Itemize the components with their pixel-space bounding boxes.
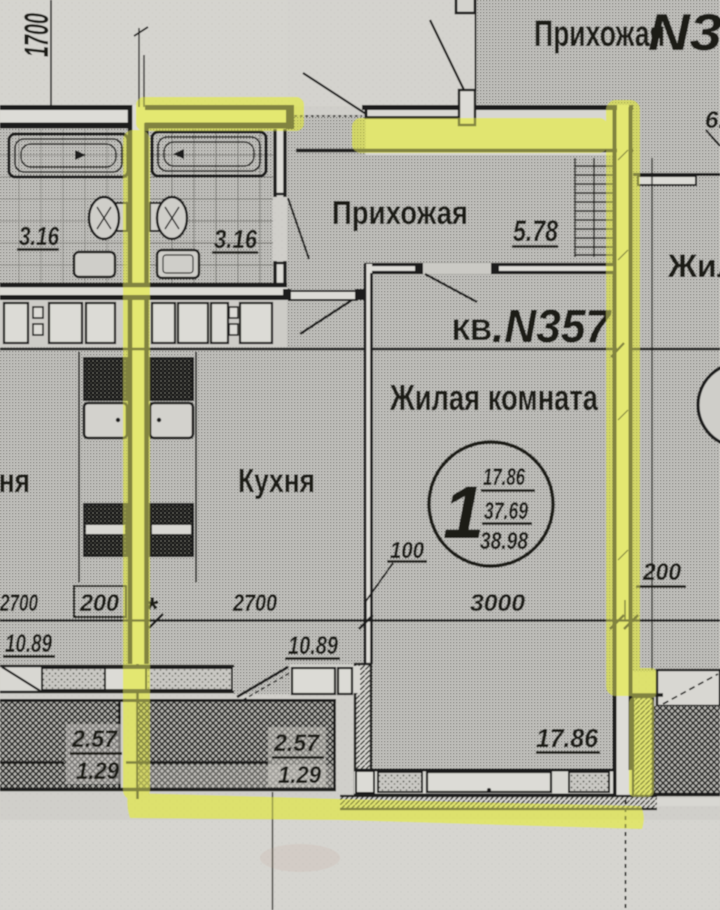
- svg-text:N3: N3: [648, 4, 720, 62]
- svg-text:2700: 2700: [0, 590, 38, 617]
- svg-text:1.29: 1.29: [76, 758, 120, 785]
- svg-text:КВ: КВ: [452, 314, 492, 347]
- svg-text:6.: 6.: [705, 107, 720, 134]
- svg-text:10.89: 10.89: [5, 630, 52, 658]
- svg-text:5.78: 5.78: [513, 215, 558, 248]
- svg-text:Кухня: Кухня: [0, 462, 30, 499]
- svg-text:2.57: 2.57: [71, 726, 119, 753]
- svg-text:Жилая комната: Жилая комната: [389, 377, 598, 418]
- svg-text:100: 100: [390, 537, 424, 563]
- svg-text:1700: 1700: [18, 13, 56, 57]
- svg-text:Кухня: Кухня: [238, 462, 315, 499]
- svg-text:3000: 3000: [470, 590, 526, 617]
- svg-text:38.98: 38.98: [480, 528, 529, 555]
- svg-text:Прихожая: Прихожая: [332, 194, 468, 231]
- svg-text:Прихожая: Прихожая: [534, 13, 665, 54]
- svg-text:1.29: 1.29: [278, 762, 322, 789]
- svg-text:17.86: 17.86: [536, 723, 599, 753]
- svg-text:1: 1: [443, 471, 484, 554]
- svg-text:3.16: 3.16: [214, 224, 257, 254]
- svg-text:200: 200: [642, 559, 682, 586]
- svg-text:Жилая: Жилая: [667, 248, 720, 284]
- svg-text:.N357: .N357: [492, 300, 612, 352]
- svg-text:10.89: 10.89: [288, 632, 338, 660]
- svg-text:3.16: 3.16: [19, 221, 59, 251]
- svg-text:2700: 2700: [232, 590, 277, 617]
- svg-text:17.86: 17.86: [483, 464, 525, 491]
- svg-text:200: 200: [79, 590, 120, 617]
- svg-text:2.57: 2.57: [273, 730, 321, 757]
- svg-text:37.69: 37.69: [484, 498, 528, 525]
